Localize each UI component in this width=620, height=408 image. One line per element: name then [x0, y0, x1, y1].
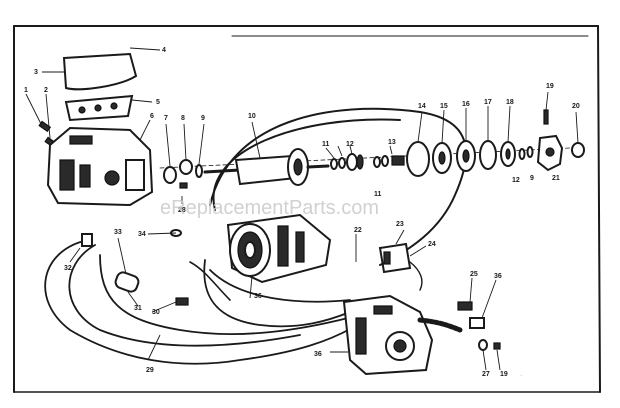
power-cord — [44, 107, 467, 365]
callout-number-18: 18 — [506, 99, 514, 106]
cover-part — [62, 52, 138, 91]
washer-set-right — [373, 155, 405, 168]
callout-number-24: 24 — [428, 241, 436, 248]
callout-number-22: 22 — [354, 227, 362, 234]
callout-number-1: 1 — [24, 87, 28, 94]
stator-part — [226, 213, 332, 284]
callout-number-34: 34 — [138, 231, 146, 238]
washer-set-left — [330, 153, 364, 171]
leader-lines — [25, 47, 579, 371]
corner-note: ... — [520, 373, 523, 377]
washer-part — [195, 164, 203, 178]
callout-number-11: 11 — [374, 191, 382, 198]
washer-part — [478, 339, 488, 351]
shaft-centerline — [159, 147, 571, 169]
screw-part — [493, 342, 501, 350]
callout-number-2: 2 — [44, 87, 48, 94]
callout-number-28: 28 — [178, 207, 186, 214]
callout-number-3: 3 — [34, 69, 38, 76]
callout-number-6: 6 — [150, 113, 154, 120]
callout-number-8: 8 — [181, 115, 185, 122]
diagram-frame — [13, 25, 601, 393]
key-part — [179, 182, 188, 189]
callout-number-15: 15 — [440, 103, 448, 110]
callout-number-19: 19 — [546, 83, 554, 90]
cap-part — [571, 142, 585, 158]
callout-number-9: 9 — [530, 175, 534, 182]
switch-part — [378, 242, 412, 274]
callout-number-32: 32 — [64, 265, 72, 272]
callout-number-36: 36 — [254, 293, 262, 300]
watermark-text: eReplacementParts.com — [160, 197, 379, 219]
callout-number-17: 17 — [484, 99, 492, 106]
callout-number-9: 9 — [201, 115, 205, 122]
connector-part — [457, 301, 473, 311]
callout-number-21: 21 — [552, 175, 560, 182]
callout-number-36: 36 — [314, 351, 322, 358]
callout-number-12: 12 — [346, 141, 354, 148]
callout-number-16: 16 — [462, 101, 470, 108]
callout-number-20: 20 — [572, 103, 580, 110]
armature-part — [203, 148, 330, 186]
plug-part — [81, 233, 93, 247]
callout-number-30: 30 — [152, 309, 160, 316]
bearing-part — [163, 166, 177, 184]
housing-details — [59, 135, 145, 191]
gear-housing-part — [342, 294, 434, 376]
screw-part — [543, 109, 549, 125]
callout-number-13: 13 — [388, 139, 396, 146]
cable-part — [417, 317, 463, 333]
washer-part — [518, 148, 526, 160]
callout-number-4: 4 — [162, 47, 166, 54]
clutch-disc-stack — [406, 140, 516, 177]
terminal-part — [175, 297, 189, 306]
callout-number-11: 11 — [322, 141, 330, 148]
callout-number-29: 29 — [146, 367, 154, 374]
callout-number-33: 33 — [114, 229, 122, 236]
connector-part — [469, 317, 485, 329]
end-cap-hole — [545, 147, 555, 157]
callout-number-25: 25 — [470, 271, 478, 278]
callout-number-7: 7 — [164, 115, 168, 122]
capacitor-part — [114, 271, 140, 293]
washer-part — [526, 146, 534, 158]
callout-number-27: 27 — [482, 371, 490, 378]
callout-number-14: 14 — [418, 103, 426, 110]
callout-number-5: 5 — [156, 99, 160, 106]
callout-number-31: 31 — [134, 305, 142, 312]
callout-number-23: 23 — [396, 221, 404, 228]
callout-number-10: 10 — [248, 113, 256, 120]
washer-part — [179, 159, 193, 175]
callout-number-19: 19 — [500, 371, 508, 378]
switch-contact — [383, 251, 391, 265]
switch-lead — [409, 261, 423, 291]
callout-number-12: 12 — [512, 177, 520, 184]
callout-number-36: 36 — [494, 273, 502, 280]
brush-holder-holes — [78, 102, 118, 114]
